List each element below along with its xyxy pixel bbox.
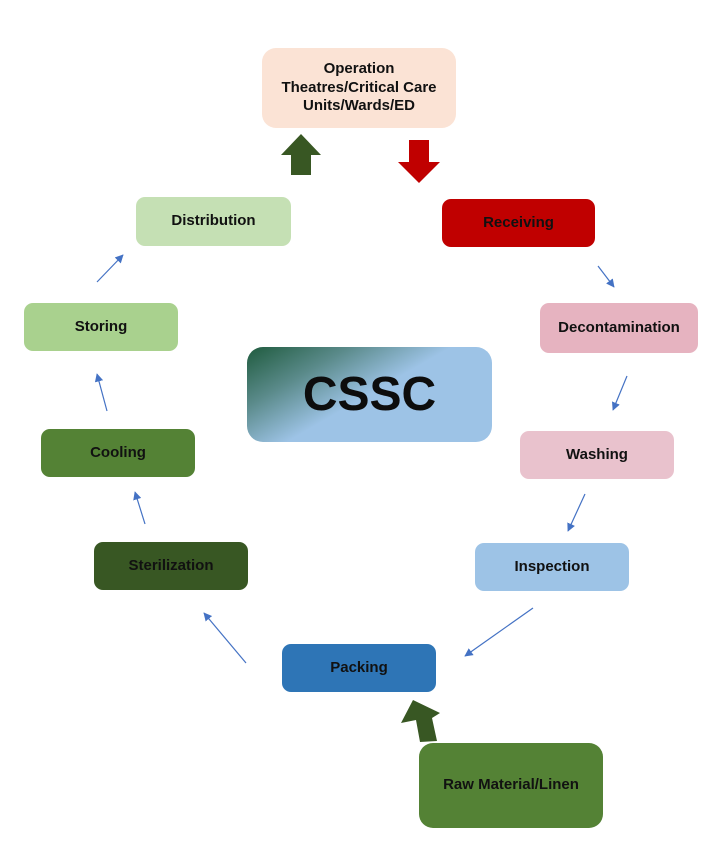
source-label: Operation Theatres/Critical Care Units/W…	[281, 59, 437, 115]
flow-arrow-sterilization-cooling	[133, 491, 146, 525]
step-label: Sterilization	[128, 556, 214, 574]
step-label: Distribution	[171, 212, 256, 230]
step-label: Decontamination	[558, 318, 680, 336]
flow-arrow-decontamination-washing	[611, 375, 628, 411]
flow-arrow-inspection-packing	[464, 607, 534, 657]
step-label: Cooling	[90, 443, 146, 461]
flow-arrow-washing-inspection	[567, 493, 586, 532]
in-arrow-icon	[398, 140, 440, 183]
out-arrow-icon	[281, 134, 321, 175]
input-label: Raw Material/Linen	[443, 776, 579, 794]
step-label: Washing	[566, 445, 628, 463]
center-label: CSSC	[302, 367, 437, 421]
flow-arrow-receiving-decontamination	[597, 265, 615, 288]
step-cooling: Cooling	[41, 429, 195, 477]
step-label: Receiving	[483, 213, 554, 231]
step-washing: Washing	[520, 431, 674, 479]
raw-material-arrow-icon	[401, 700, 440, 742]
step-inspection: Inspection	[475, 543, 629, 591]
source-node-operation-theatres: Operation Theatres/Critical Care Units/W…	[262, 48, 456, 128]
step-distribution: Distribution	[136, 197, 291, 246]
step-label: Inspection	[514, 557, 590, 575]
flow-arrow-storing-distribution	[96, 254, 124, 283]
flow-arrow-cooling-storing	[94, 373, 108, 412]
step-sterilization: Sterilization	[94, 542, 248, 590]
step-decontamination: Decontamination	[540, 303, 698, 353]
step-label: Packing	[330, 658, 388, 676]
step-storing: Storing	[24, 303, 178, 351]
step-receiving: Receiving	[442, 199, 595, 247]
input-node-raw-material: Raw Material/Linen	[419, 743, 603, 828]
step-label: Storing	[74, 317, 128, 335]
step-packing: Packing	[282, 644, 436, 692]
flow-arrow-packing-sterilization	[203, 612, 247, 664]
center-node-cssc: CSSC	[247, 347, 492, 442]
